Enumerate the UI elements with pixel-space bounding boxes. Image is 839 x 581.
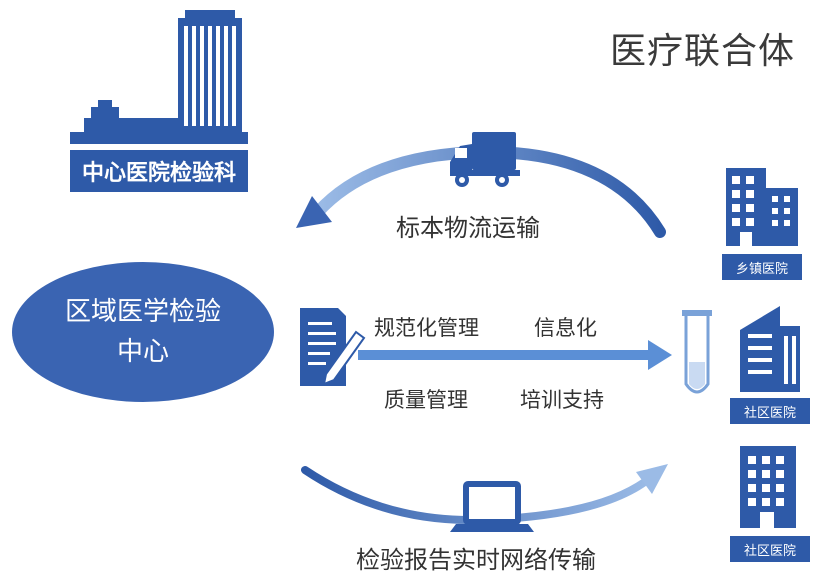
bottom-flow-label: 检验报告实时网络传输 bbox=[356, 546, 596, 574]
middle-label-2: 信息化 bbox=[534, 316, 597, 340]
diagram-title: 医疗联合体 bbox=[610, 31, 796, 72]
center-line1: 区域医学检验 bbox=[64, 297, 221, 327]
laptop-icon bbox=[450, 481, 534, 532]
township-hospital-building-icon bbox=[726, 168, 798, 246]
community-hospital-building-icon bbox=[740, 306, 800, 392]
center-line2: 中心 bbox=[116, 337, 169, 367]
truck-icon bbox=[450, 132, 520, 187]
document-pen-icon bbox=[300, 308, 366, 386]
middle-label-3: 质量管理 bbox=[384, 388, 468, 412]
hospital-label-2: 社区医院 bbox=[730, 398, 810, 424]
hospital-label-3: 社区医院 bbox=[730, 536, 810, 562]
community-hospital-2-building-icon bbox=[740, 446, 796, 528]
top-flow-label: 标本物流运输 bbox=[396, 214, 540, 242]
middle-flow-arrow bbox=[358, 340, 672, 370]
middle-label-4: 培训支持 bbox=[520, 388, 604, 412]
central-hospital-lab-label: 中心医院检验科 bbox=[70, 150, 248, 192]
middle-label-1: 规范化管理 bbox=[374, 316, 479, 340]
hospital-label-1: 乡镇医院 bbox=[722, 254, 802, 280]
central-hospital-building-icon bbox=[70, 10, 248, 144]
test-tube-icon bbox=[682, 310, 712, 394]
regional-lab-center: 区域医学检验 中心 bbox=[12, 262, 274, 402]
